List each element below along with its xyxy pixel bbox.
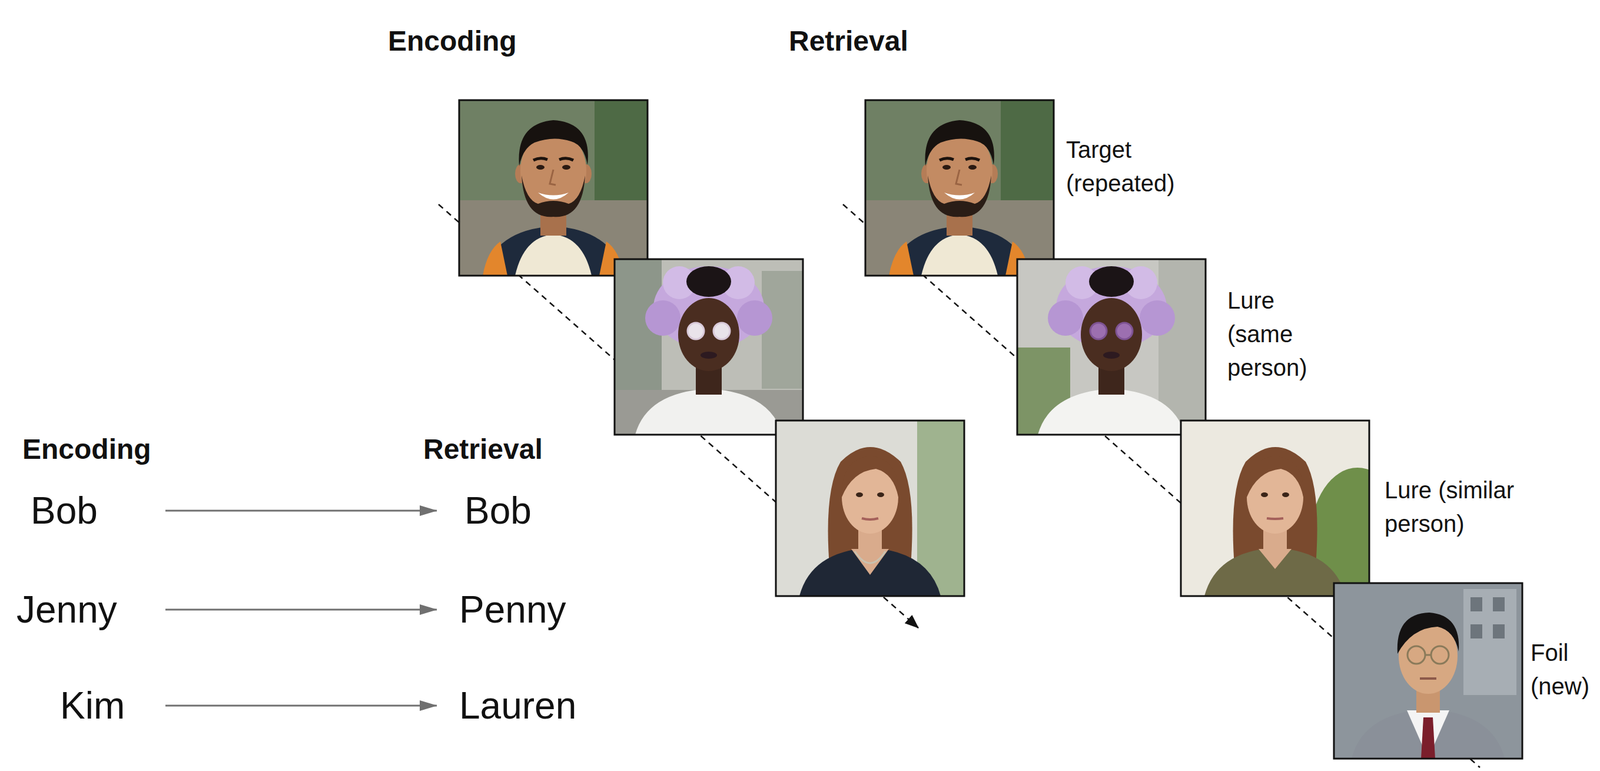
label-text: Retrieval <box>423 431 543 467</box>
trial-label: Foil (new) <box>1530 635 1597 703</box>
name-text: Bob <box>464 488 532 534</box>
face-photo <box>459 100 648 276</box>
trial-label: Lure (same person) <box>1227 283 1328 384</box>
association-arrow <box>165 704 437 706</box>
face-photo <box>1180 420 1405 609</box>
name-item: Bob <box>436 488 538 534</box>
section-heading: Retrieval <box>788 23 909 59</box>
photo-frame <box>1180 420 1370 596</box>
photo-frame <box>775 420 965 596</box>
name-text: Kim <box>60 682 160 729</box>
name-item: Jenny <box>9 586 166 633</box>
name-text: Lauren <box>459 682 577 729</box>
section-heading: Retrieval <box>423 431 543 467</box>
association-arrow <box>165 509 437 511</box>
name-item: Lauren <box>436 682 583 729</box>
label-text: Encoding <box>22 431 152 467</box>
name-text: Jenny <box>16 586 160 633</box>
photo-frame <box>865 100 1054 276</box>
trial-label: Target (repeated) <box>1066 133 1208 201</box>
label-text: Encoding <box>387 23 517 59</box>
photo-frame <box>1017 259 1206 435</box>
label-text: Lure (similar person) <box>1384 473 1550 541</box>
association-arrow <box>165 608 437 610</box>
name-item: Kim <box>52 682 166 729</box>
label-text: Target (repeated) <box>1066 133 1208 201</box>
face-photo <box>865 100 1054 276</box>
face-photo <box>1333 582 1523 759</box>
retrieval-photos <box>865 100 1523 759</box>
face-photo <box>614 259 803 435</box>
label-text: Foil (new) <box>1530 635 1597 703</box>
face-photo <box>1017 259 1206 435</box>
name-item: Bob <box>23 488 166 534</box>
name-item: Penny <box>436 586 572 633</box>
trial-label: Lure (similar person) <box>1384 473 1550 541</box>
section-heading: Encoding <box>22 431 152 467</box>
name-text: Bob <box>30 488 160 534</box>
photo-frame <box>459 100 648 276</box>
photo-frame <box>614 259 803 435</box>
label-text: Retrieval <box>788 23 909 59</box>
name-text: Penny <box>459 586 566 633</box>
section-heading: Encoding <box>387 23 517 59</box>
photo-frame <box>1333 582 1523 759</box>
label-text: Lure (same person) <box>1227 283 1328 384</box>
face-photo <box>775 420 965 596</box>
